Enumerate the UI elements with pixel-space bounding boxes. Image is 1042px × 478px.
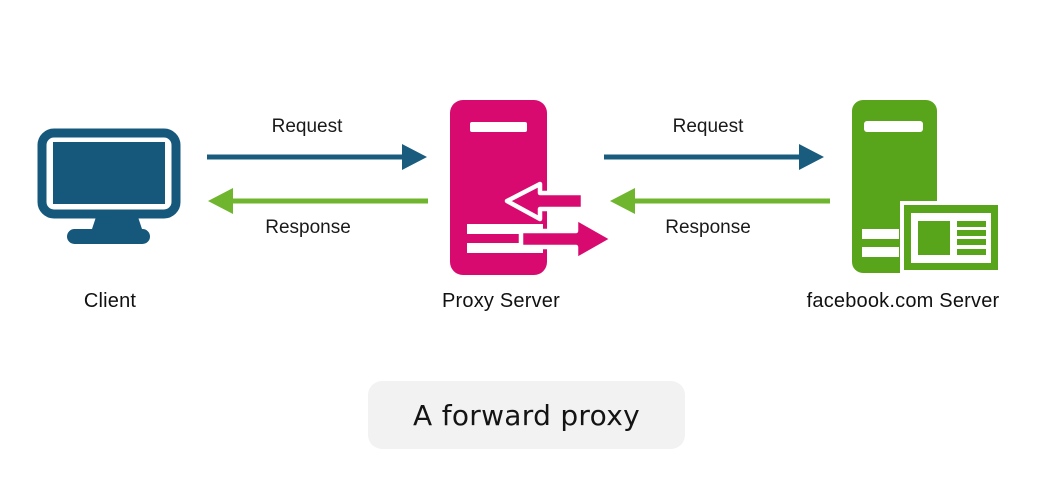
left-arrow-shape xyxy=(208,188,428,214)
proxy-tower-vent-1 xyxy=(467,224,543,234)
webpage-card-text-line-1 xyxy=(957,221,986,227)
caption-text: A forward proxy xyxy=(413,398,640,432)
monitor-stand-base xyxy=(67,229,150,244)
proxy-inbound-arrow-glyph xyxy=(504,181,586,222)
proxy-outbound-arrow-glyph xyxy=(518,215,615,263)
webpage-card-image-block xyxy=(918,221,950,255)
monitor-screen xyxy=(53,142,165,204)
right-arrow-shape xyxy=(207,144,427,170)
facebook-server-icon xyxy=(852,100,1002,274)
request-label-proxy-to-server: Request xyxy=(672,116,744,137)
left-arrow-shape xyxy=(610,188,830,214)
client-monitor-icon xyxy=(37,128,181,244)
proxy-tower-top-slot xyxy=(470,122,527,132)
request-arrow-client-to-proxy xyxy=(207,144,427,170)
request-label-client-to-proxy: Request xyxy=(271,116,343,137)
proxy-label: Proxy Server xyxy=(442,290,560,312)
caption-box: A forward proxy xyxy=(368,381,685,449)
right-arrow-shape xyxy=(604,144,824,170)
proxy-tower-vent-2 xyxy=(467,243,543,253)
client-label: Client xyxy=(83,290,137,312)
proxy-server-icon xyxy=(450,100,615,275)
monitor-stand-neck xyxy=(91,214,143,232)
response-label-server-to-proxy: Response xyxy=(665,217,751,238)
webpage-card-text-line-3 xyxy=(957,239,986,245)
response-arrow-proxy-to-client xyxy=(208,188,428,214)
server-tower-vent-2 xyxy=(862,247,899,257)
server-tower-top-slot xyxy=(864,121,923,132)
webpage-card-text-line-2 xyxy=(957,230,986,236)
response-label-proxy-to-client: Response xyxy=(265,217,351,238)
webpage-card-text-line-4 xyxy=(957,249,986,255)
facebook-server-label: facebook.com Server xyxy=(806,290,1000,312)
response-arrow-server-to-proxy xyxy=(610,188,830,214)
server-tower-vent-1 xyxy=(862,229,899,239)
request-arrow-proxy-to-server xyxy=(604,144,824,170)
